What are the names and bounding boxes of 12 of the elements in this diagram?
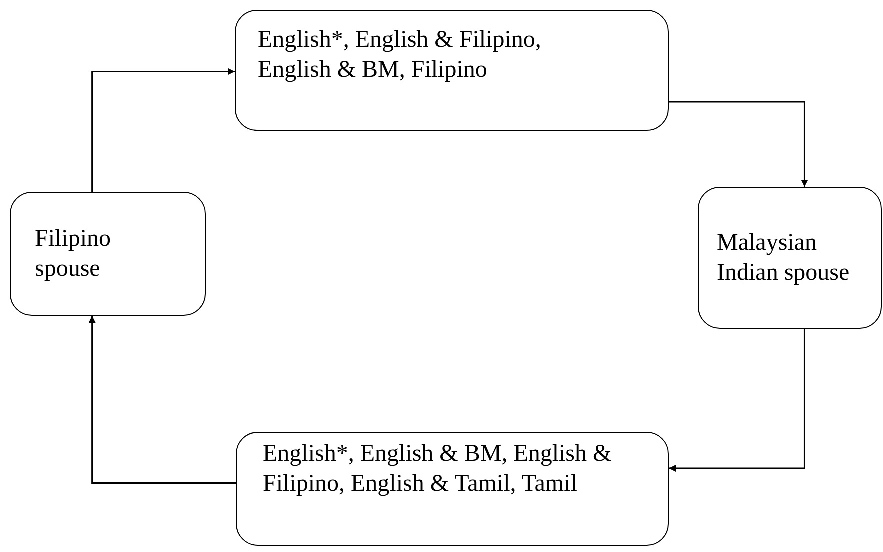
box-text: Filipino spouse (35, 225, 112, 284)
box-text: English*, English & Filipino, English & BM, Filipino (258, 26, 542, 85)
rounded-box (236, 432, 669, 546)
arrow (92, 68, 235, 192)
arrow (669, 101, 808, 187)
rounded-box (10, 192, 206, 316)
rounded-box (698, 187, 882, 329)
arrow (88, 316, 236, 484)
rounded-box (235, 10, 669, 131)
box-text: Malaysian Indian spouse (717, 229, 851, 288)
box-text: English*, English & BM, English & Filipino, English & Tamil, Tamil (263, 440, 613, 499)
arrow (669, 329, 806, 472)
